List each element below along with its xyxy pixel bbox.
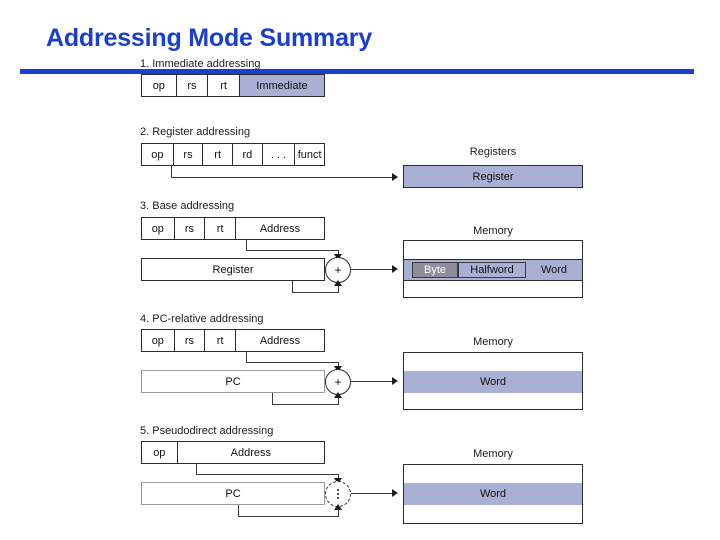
mode-2-connector-vertical — [171, 166, 172, 178]
mode-3-cell-word: Word — [540, 264, 568, 276]
mode-2-connector-horizontal — [171, 177, 393, 178]
mode-4-addr-run — [246, 362, 338, 363]
plus-icon: + — [334, 374, 342, 389]
field-rt: rt — [205, 330, 236, 351]
mode-5-cell-word: Word — [404, 483, 582, 505]
field-ellipsis: . . . — [263, 144, 296, 165]
mode-5-instruction-format: op Address — [141, 441, 325, 464]
mode-4-memory-title: Memory — [473, 336, 513, 348]
mode-5-pc-box: PC — [141, 482, 325, 505]
field-rt: rt — [203, 144, 233, 165]
mode-3-label: 3. Base addressing — [140, 200, 235, 212]
mode-3-feedback-run — [292, 292, 338, 293]
mode-1-label: 1. Immediate addressing — [140, 58, 261, 70]
mode-5-memory-title: Memory — [473, 448, 513, 460]
mode-5-feedback-drop — [238, 505, 239, 517]
field-rt: rt — [205, 218, 236, 239]
mode-4-feedback-arrow — [334, 392, 342, 398]
mode-4-feedback-rise — [338, 396, 339, 405]
mode-5-addr-into-adder — [338, 474, 339, 480]
mode-5-addr-drop — [196, 464, 197, 475]
mode-4-memory-panel: Word — [403, 352, 583, 410]
field-rd: rd — [233, 144, 263, 165]
mode-4-addr-drop — [246, 352, 247, 363]
mode-4-adder-to-memory — [351, 381, 393, 382]
mode-3-memory-panel: Byte Halfword Word — [403, 240, 583, 298]
mode-3-feedback-rise — [338, 284, 339, 293]
mode-5-memory-panel: Word — [403, 464, 583, 524]
mode-3-cell-halfword: Halfword — [458, 262, 526, 278]
mode-3-cell-byte: Byte — [412, 262, 458, 278]
mode-2-arrow — [392, 173, 398, 181]
mode-4-pc-box: PC — [141, 370, 325, 393]
concat-icon — [337, 489, 339, 499]
field-rs: rs — [174, 144, 204, 165]
mode-4-instruction-format: op rs rt Address — [141, 329, 325, 352]
field-immediate: Immediate — [239, 75, 324, 96]
mode-5-feedback-arrow — [334, 504, 342, 510]
mode-2-register-cell: Register — [403, 165, 583, 188]
page-title: Addressing Mode Summary — [46, 24, 373, 52]
mode-5-adder-to-memory — [351, 493, 393, 494]
mode-2-registers-title: Registers — [469, 146, 517, 158]
mode-3-register-box: Register — [141, 258, 325, 281]
field-address: Address — [259, 334, 301, 347]
field-address: Address — [259, 222, 301, 235]
mode-3-instruction-format: op rs rt Address — [141, 217, 325, 240]
mode-3-feedback-drop — [292, 281, 293, 293]
mode-4-label: 4. PC-relative addressing — [140, 313, 264, 325]
mode-3-feedback-arrow — [334, 280, 342, 286]
mode-3-adder-to-memory — [351, 269, 393, 270]
field-op: op — [142, 218, 175, 239]
field-funct: funct — [297, 148, 322, 161]
mode-5-label: 5. Pseudodirect addressing — [140, 425, 274, 437]
mode-4-memory-arrow — [392, 377, 398, 385]
mode-4-feedback-run — [272, 404, 338, 405]
mode-5-feedback-run — [238, 516, 338, 517]
title-block: Addressing Mode Summary — [0, 24, 720, 74]
mode-3-memory-arrow — [392, 265, 398, 273]
field-op: op — [142, 144, 174, 165]
mode-3-addr-run — [246, 250, 338, 251]
mode-1-instruction-format: op rs rt Immediate — [141, 74, 325, 97]
mode-3-memory-title: Memory — [473, 225, 513, 237]
mode-2-label: 2. Register addressing — [140, 126, 251, 138]
plus-icon: + — [334, 262, 342, 277]
field-rs: rs — [175, 330, 206, 351]
field-rs: rs — [177, 75, 209, 96]
mode-3-adder: + — [325, 257, 351, 283]
mode-3-addr-into-adder — [338, 250, 339, 256]
field-op: op — [142, 442, 178, 463]
field-op: op — [142, 75, 177, 96]
field-op: op — [142, 330, 175, 351]
mode-3-addr-drop — [246, 240, 247, 251]
mode-4-adder: + — [325, 369, 351, 395]
field-address: Address — [230, 446, 271, 459]
mode-4-addr-into-adder — [338, 362, 339, 368]
mode-5-addr-run — [196, 474, 338, 475]
mode-4-cell-word: Word — [404, 371, 582, 393]
mode-2-instruction-format: op rs rt rd . . . funct — [141, 143, 325, 166]
mode-5-memory-arrow — [392, 489, 398, 497]
title-accent-bar — [20, 69, 694, 74]
mode-5-feedback-rise — [338, 508, 339, 517]
field-rt: rt — [208, 75, 240, 96]
field-rs: rs — [175, 218, 206, 239]
mode-4-feedback-drop — [272, 393, 273, 405]
